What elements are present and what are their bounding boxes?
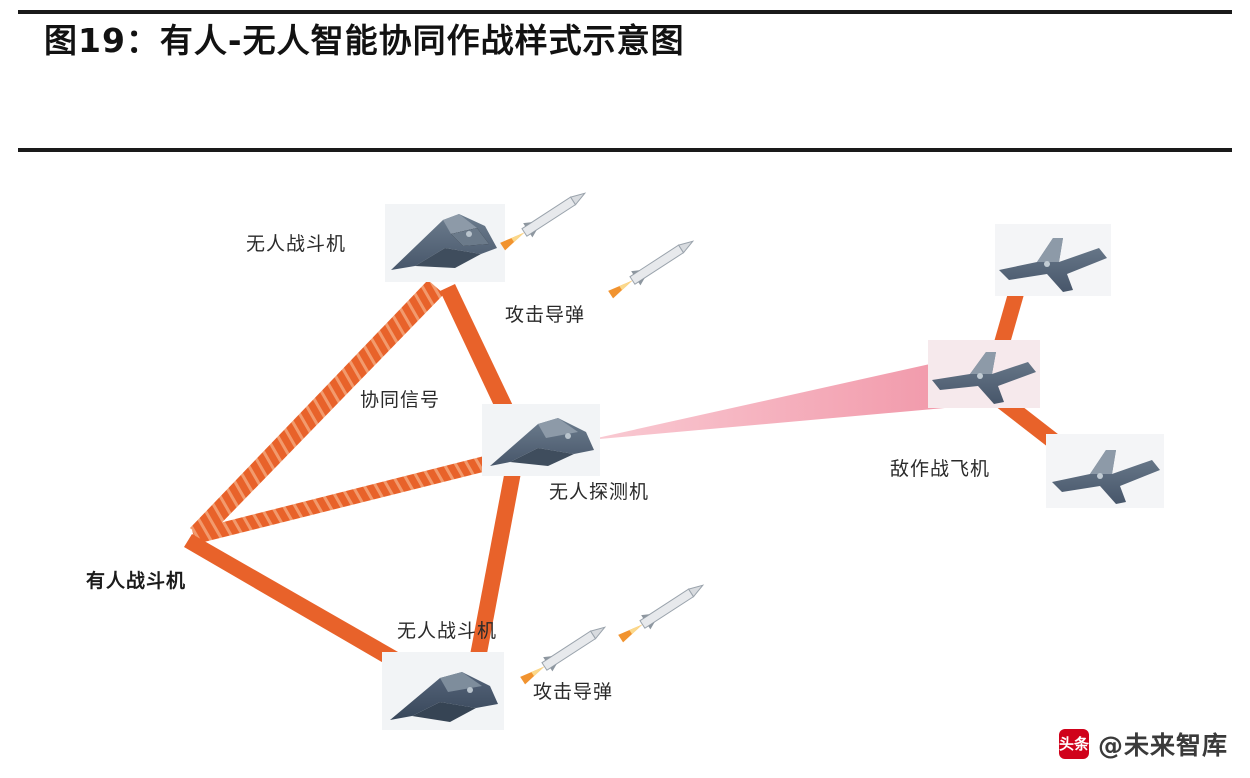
radar-cone	[588, 354, 978, 440]
missile-top-2	[608, 240, 695, 299]
title-rule-bottom	[18, 148, 1232, 152]
aircraft-enemy-lower	[1046, 434, 1164, 508]
label-missile-top: 攻击导弹	[505, 304, 586, 326]
watermark-text: @未来智库	[1097, 731, 1228, 760]
missile-bottom-1	[520, 626, 607, 685]
missile-top-1	[500, 192, 587, 251]
link-manned-to-ucav-top	[190, 280, 444, 540]
aircraft-enemy-lead	[928, 340, 1040, 408]
link-manned-to-ucav-bottom	[184, 534, 440, 690]
link-manned-to-sensor	[192, 452, 503, 544]
label-coop-signal: 协同信号	[360, 389, 441, 411]
label-missile-bottom: 攻击导弹	[533, 681, 614, 703]
aircraft-uav-sensor	[482, 404, 600, 476]
label-ucav-top: 无人战斗机	[246, 233, 347, 255]
aircraft-enemy-upper	[995, 224, 1111, 296]
title-rule-top	[18, 10, 1232, 14]
aircraft-ucav-top	[385, 204, 505, 282]
link-sensor-to-ucav-bottom	[466, 454, 524, 680]
watermark: 头条 @未来智库	[1058, 726, 1228, 762]
diagram-svg	[184, 192, 1164, 730]
label-uav-sensor: 无人探测机	[549, 481, 650, 503]
label-manned-fighter: 有人战斗机	[86, 570, 187, 592]
aircraft-ucav-bottom	[382, 652, 504, 730]
toutiao-logo-icon: 头条	[1058, 729, 1089, 759]
page-title: 图19：有人-无人智能协同作战样式示意图	[44, 21, 685, 60]
missile-bottom-2	[618, 584, 705, 643]
diagram-canvas: 无人战斗机 攻击导弹 协同信号 无人探测机 敌作战飞机 有人战斗机 无人战斗机 …	[0, 152, 1250, 778]
label-ucav-bottom: 无人战斗机	[397, 620, 498, 642]
label-enemy-aircraft: 敌作战飞机	[890, 458, 991, 480]
